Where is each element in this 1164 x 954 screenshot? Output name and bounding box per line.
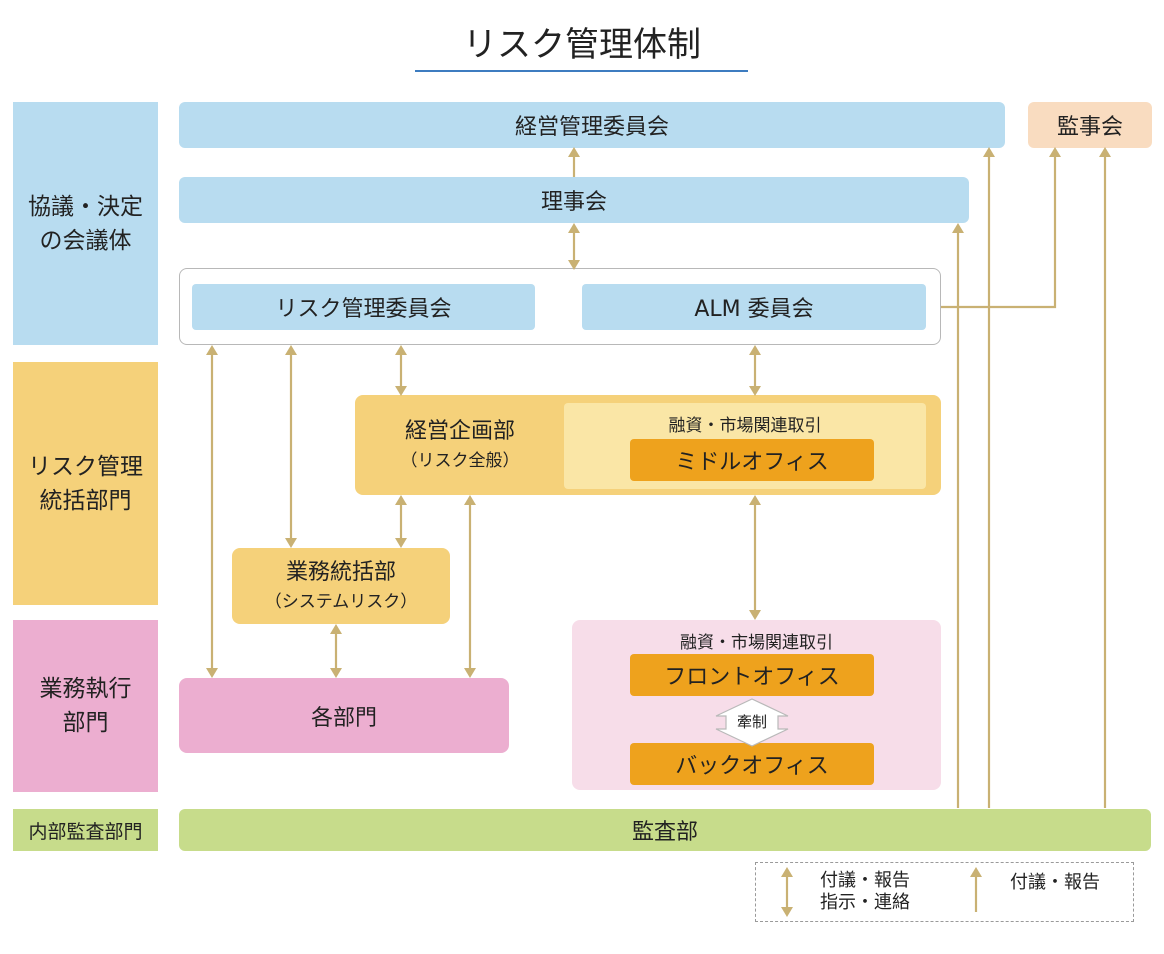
legend-double-line2: 指示・連絡 <box>820 892 910 913</box>
auditors-box: 監事会 <box>1028 102 1152 148</box>
audit-dept-box: 監査部 <box>179 809 1151 851</box>
section-risk-line1: リスク管理 <box>28 453 143 480</box>
check-label: 牽制 <box>736 712 767 731</box>
section-business-line2: 部門 <box>62 710 109 736</box>
section-decision-line2: の会議体 <box>39 227 132 254</box>
planning-dept-sublabel: （リスク全般） <box>400 451 520 471</box>
planning-dept-label: 経営企画部 <box>404 419 515 444</box>
section-decision: 協議・決定 の会議体 <box>13 102 158 345</box>
section-internal-audit: 内部監査部門 <box>13 809 158 851</box>
operations-dept-sublabel: （システムリスク） <box>264 592 418 612</box>
legend-single-text: 付議・報告 <box>1010 872 1100 893</box>
section-business: 業務執行 部門 <box>13 620 158 792</box>
title-underline <box>415 70 748 72</box>
legend-double-line1: 付議・報告 <box>820 870 910 891</box>
operations-dept-box: 業務統括部 （システムリスク） <box>232 548 450 624</box>
risk-committee-box: リスク管理委員会 <box>192 284 535 330</box>
section-business-line1: 業務執行 <box>39 676 132 702</box>
planning-dept-box: 経営企画部 （リスク全般） <box>360 410 560 480</box>
page-title: リスク管理体制 <box>463 24 701 65</box>
legend-double-text: 付議・報告 指示・連絡 <box>820 870 960 914</box>
section-decision-line1: 協議・決定 <box>28 193 143 220</box>
check-block-arrow <box>715 698 789 747</box>
management-committee-box: 経営管理委員会 <box>179 102 1005 148</box>
alm-committee-box: ALM 委員会 <box>582 284 926 330</box>
front-office-header: 融資・市場関連取引 <box>680 632 833 653</box>
back-office-box: バックオフィス <box>630 743 874 785</box>
operations-dept-label: 業務統括部 <box>285 560 396 585</box>
section-risk-management: リスク管理 統括部門 <box>13 362 158 605</box>
departments-box: 各部門 <box>179 678 509 753</box>
middle-office-box: ミドルオフィス <box>630 439 874 481</box>
arrow-committees-auditors <box>941 147 1061 309</box>
board-box: 理事会 <box>179 177 969 223</box>
front-office-box: フロントオフィス <box>630 654 874 696</box>
middle-office-header: 融資・市場関連取引 <box>668 415 822 436</box>
section-risk-line2: 統括部門 <box>39 487 132 514</box>
legend-box <box>755 862 1134 922</box>
